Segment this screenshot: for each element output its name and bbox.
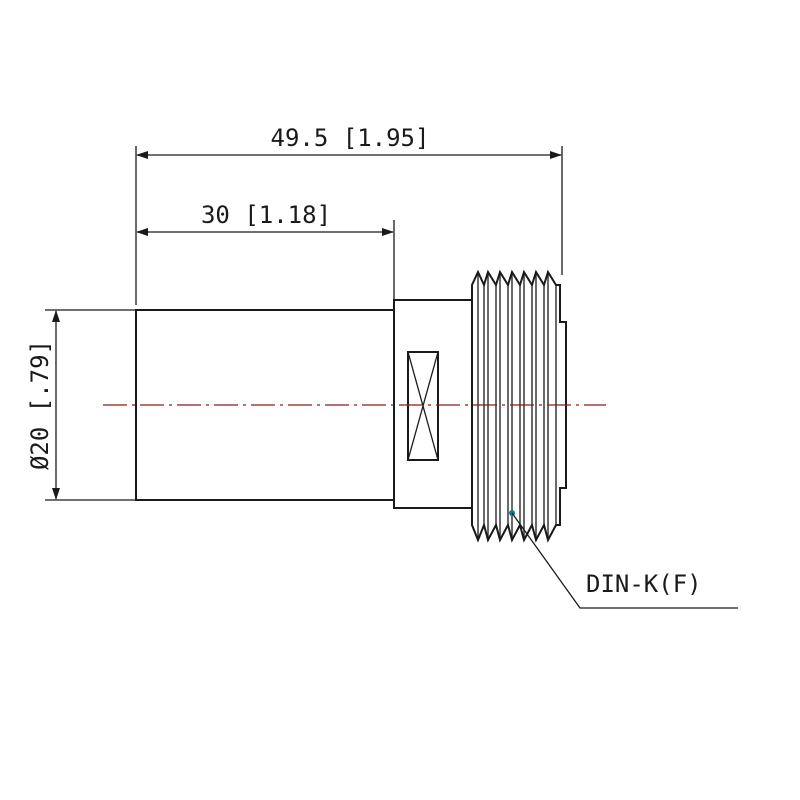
connector-type-label: DIN-K(F)	[586, 570, 702, 598]
thread-outline	[471, 269, 567, 543]
diameter-label: Ø20 [.79]	[26, 340, 54, 470]
wrench-flat	[407, 351, 439, 461]
overall-length-dimension: 49.5 [1.95]	[135, 124, 563, 305]
diameter-dimension: Ø20 [.79]	[26, 309, 136, 501]
hex-collar	[393, 299, 473, 509]
collar-outline	[393, 299, 473, 509]
body-length-dimension: 30 [1.18]	[136, 201, 395, 300]
threaded-nut	[471, 269, 567, 543]
overall-length-label: 49.5 [1.95]	[271, 124, 430, 152]
flat-cross-2	[407, 351, 439, 461]
body-length-label: 30 [1.18]	[201, 201, 331, 229]
connector-callout: DIN-K(F)	[509, 510, 738, 609]
leader-line	[511, 512, 738, 609]
